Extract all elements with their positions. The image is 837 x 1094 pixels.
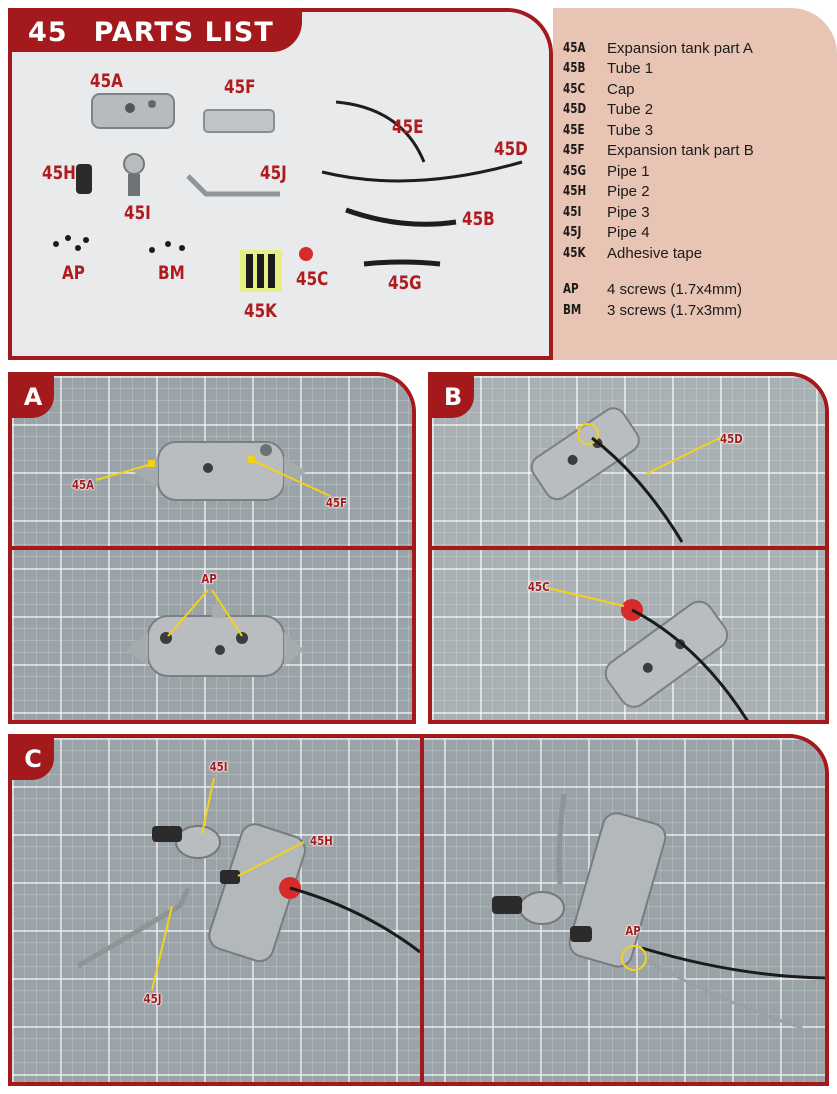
- callout-45c: 45C: [527, 580, 550, 594]
- callout-45h: 45H: [310, 834, 333, 848]
- step-a-photo: [95, 441, 331, 677]
- issue-number: 45: [28, 16, 68, 48]
- photo-label-45i: 45I: [124, 202, 151, 224]
- photo-label-45d: 45D: [494, 138, 528, 160]
- photo-label-45e: 45E: [392, 116, 424, 138]
- step-c-panel: C 45I 45H 45J AP: [8, 734, 829, 1086]
- callout-45d: 45D: [720, 432, 743, 446]
- photo-label-bm: BM: [158, 262, 185, 284]
- step-b-tab: B: [432, 376, 474, 418]
- photo-label-45h: 45H: [42, 162, 76, 184]
- step-b-panel: B 45D 45C: [428, 372, 829, 724]
- step-a-panel: A 45A 45F AP: [8, 372, 416, 724]
- callout-ap: AP: [201, 572, 217, 586]
- callout-45i: 45I: [209, 760, 228, 774]
- parts-list-title: PARTS LIST: [93, 16, 274, 48]
- photo-label-45b: 45B: [462, 208, 495, 230]
- parts-list-panel: 45 PARTS LIST 45A 45F 45E 45D: [8, 8, 553, 360]
- callout-45f: 45F: [325, 496, 348, 510]
- callout-ap: AP: [625, 924, 641, 938]
- photo-label-45k: 45K: [244, 300, 277, 322]
- parts-photo: [53, 93, 523, 292]
- step-c-tab: C: [12, 738, 54, 780]
- photo-label-45a: 45A: [90, 70, 123, 92]
- step-c-photo: [76, 777, 825, 1030]
- callout-45a: 45A: [71, 478, 95, 492]
- parts-list-header: 45 PARTS LIST: [12, 12, 302, 52]
- photo-label-45g: 45G: [388, 272, 422, 294]
- photo-label-45c: 45C: [296, 268, 329, 290]
- step-a-tab: A: [12, 376, 54, 418]
- photo-label-45j: 45J: [260, 162, 287, 184]
- photo-label-ap: AP: [62, 262, 85, 284]
- photo-label-45f: 45F: [224, 76, 256, 98]
- step-b-photo: [530, 407, 749, 720]
- callout-45j: 45J: [143, 992, 162, 1006]
